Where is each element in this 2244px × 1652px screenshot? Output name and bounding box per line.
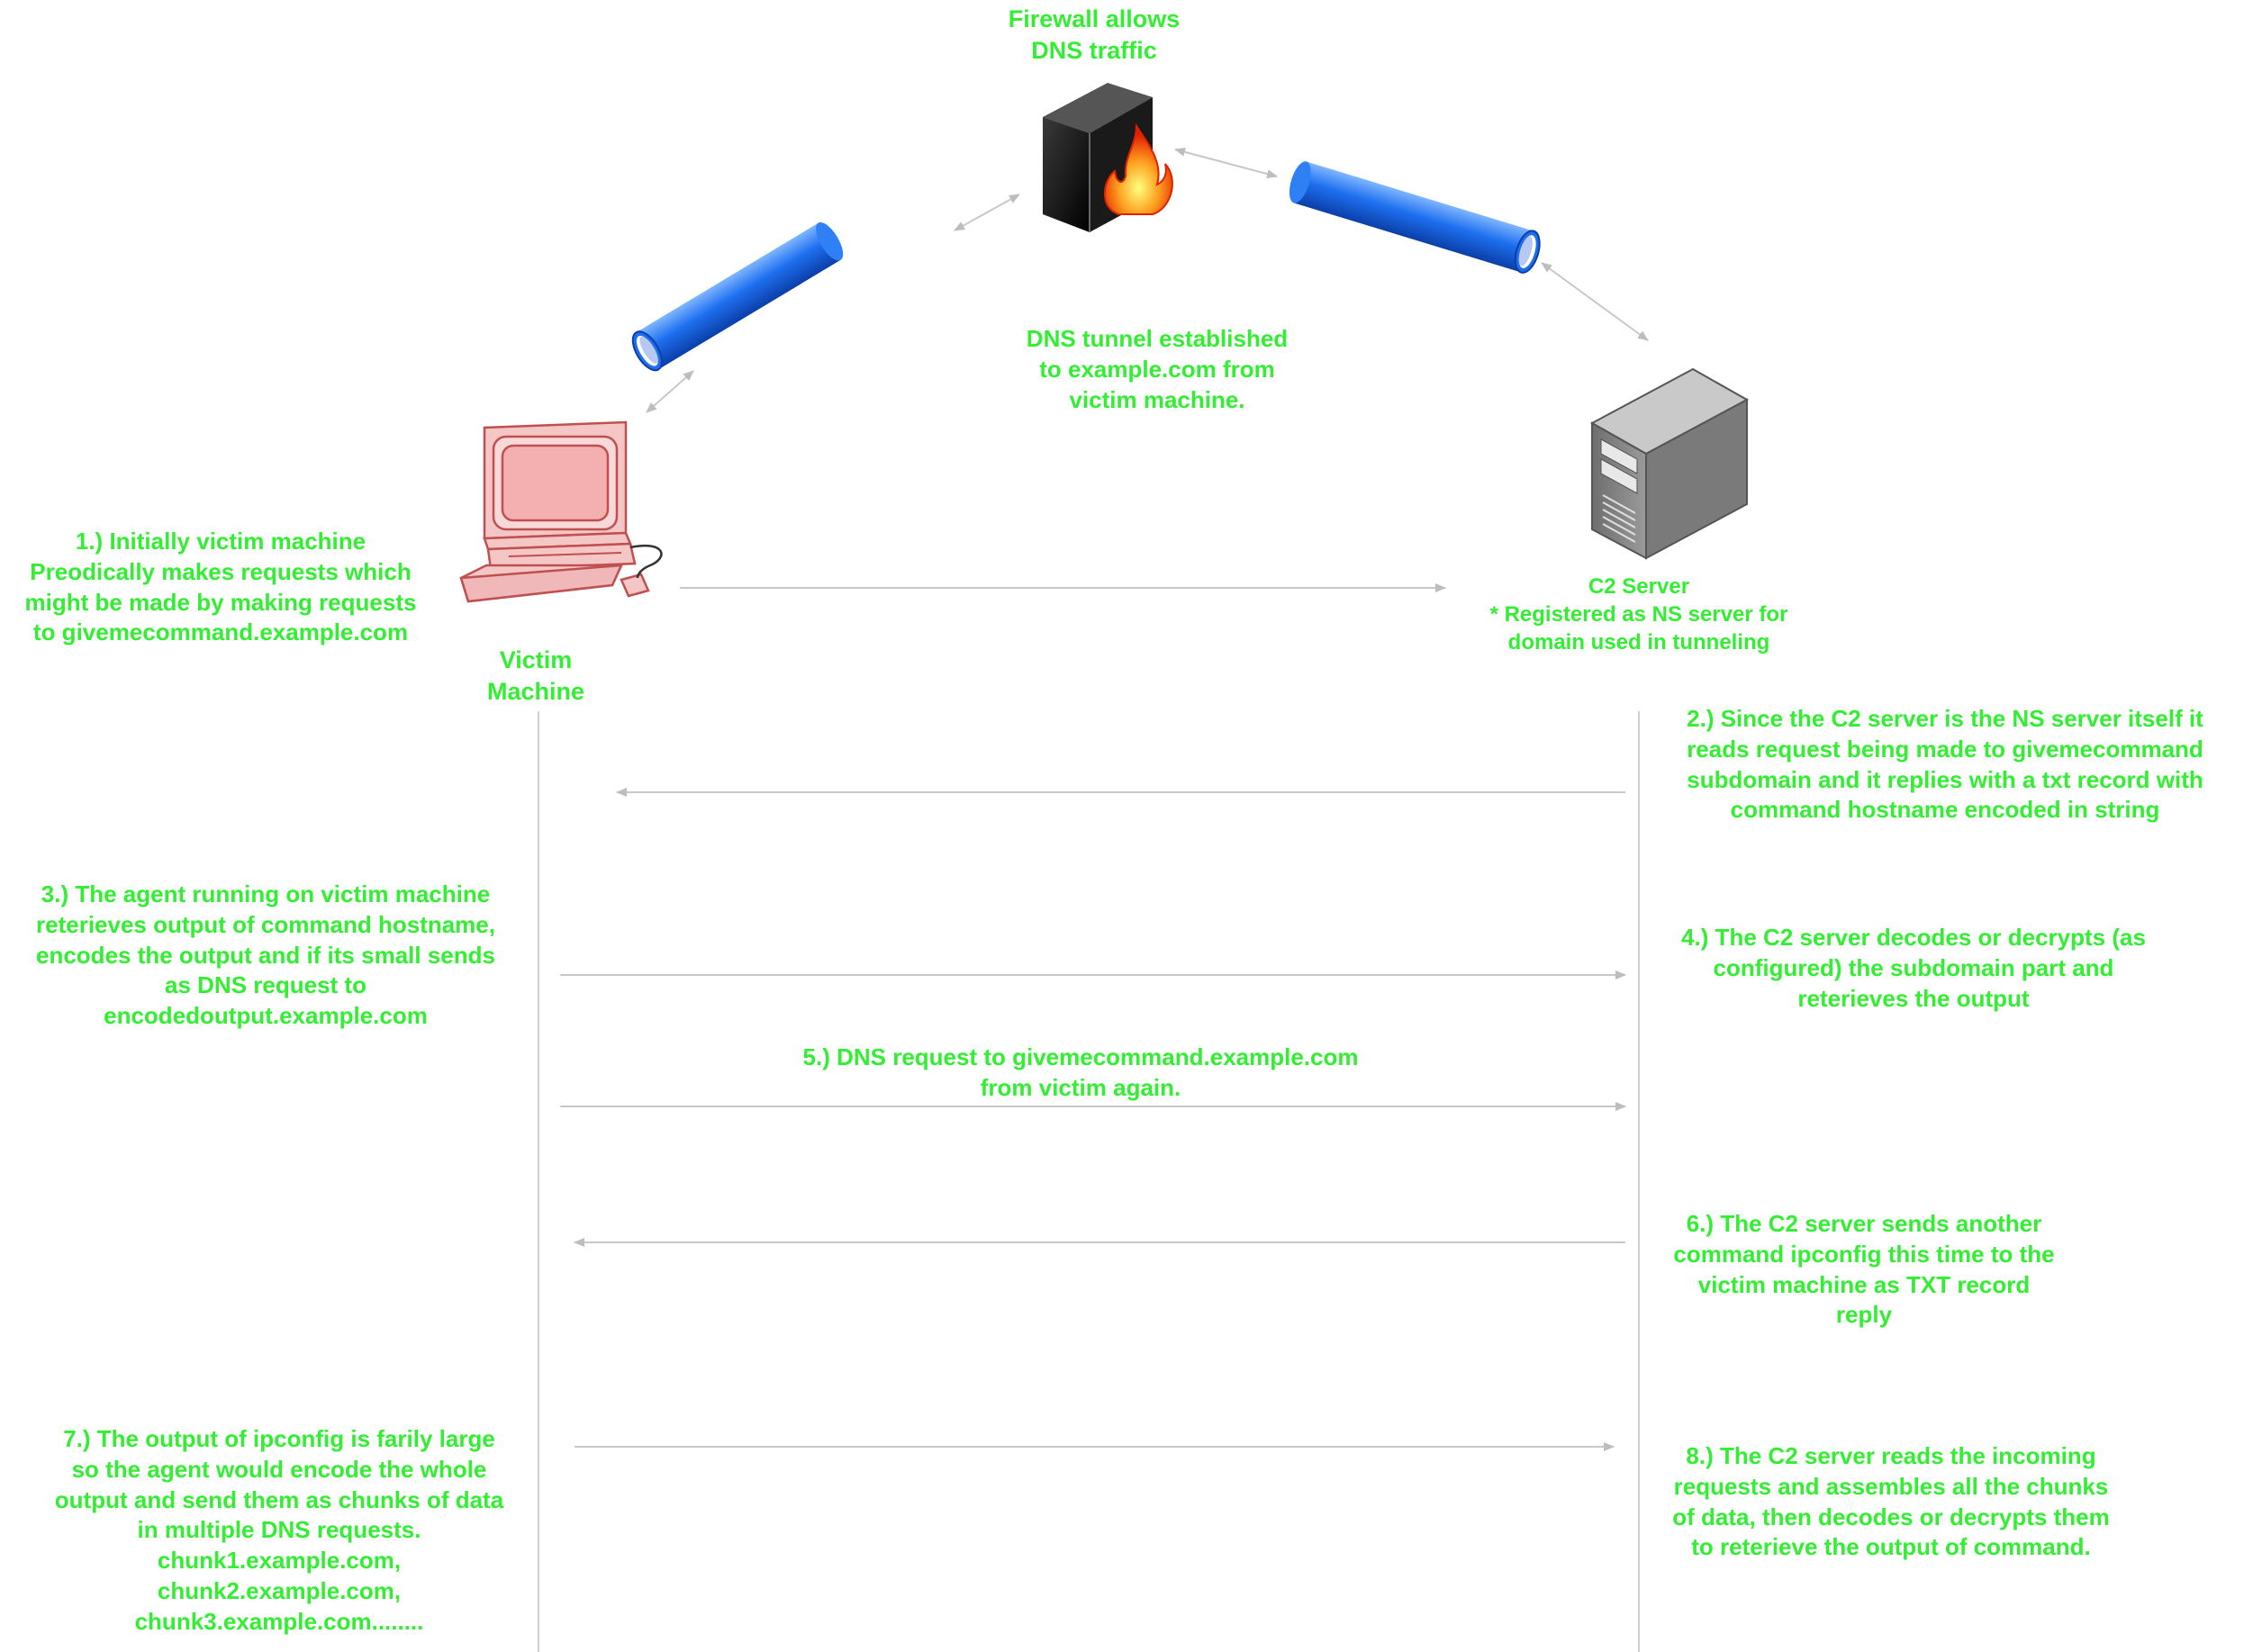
tunnel-tube-icon (631, 222, 844, 372)
step1-text: 1.) Initially victim machine Preodically… (24, 528, 417, 646)
victim-tunnel-connector (646, 370, 694, 413)
tunnel-firewall-connector (954, 194, 1020, 231)
step3-text: 3.) The agent running on victim machine … (36, 880, 495, 1030)
step8-text: 8.) The C2 server reads the incoming req… (1672, 1442, 2110, 1561)
server-tower-icon (1589, 367, 1750, 560)
firewall-icon (1043, 83, 1173, 232)
step7-text: 7.) The output of ipconfig is farily lar… (54, 1425, 504, 1635)
step2-text: 2.) Since the C2 server is the NS server… (1687, 705, 2203, 824)
step5-text: 5.) DNS request to givemecommand.example… (802, 1043, 1359, 1101)
tunnel-tube-icon (1289, 161, 1541, 274)
victim-label: Victim Machine (486, 646, 585, 706)
computer-icon (459, 420, 663, 603)
tunnel-server-connector (1541, 262, 1649, 341)
step4-text: 4.) The C2 server decodes or decrypts (a… (1681, 924, 2146, 1012)
step6-text: 6.) The C2 server sends another command … (1673, 1210, 2055, 1329)
tunnel-label: DNS tunnel established to example.com fr… (1026, 325, 1289, 413)
server-label: C2 Server * Registered as NS server for … (1489, 574, 1788, 655)
firewall-tunnel-connector (1174, 147, 1278, 179)
firewall-label: Firewall allows DNS traffic (1008, 5, 1181, 65)
